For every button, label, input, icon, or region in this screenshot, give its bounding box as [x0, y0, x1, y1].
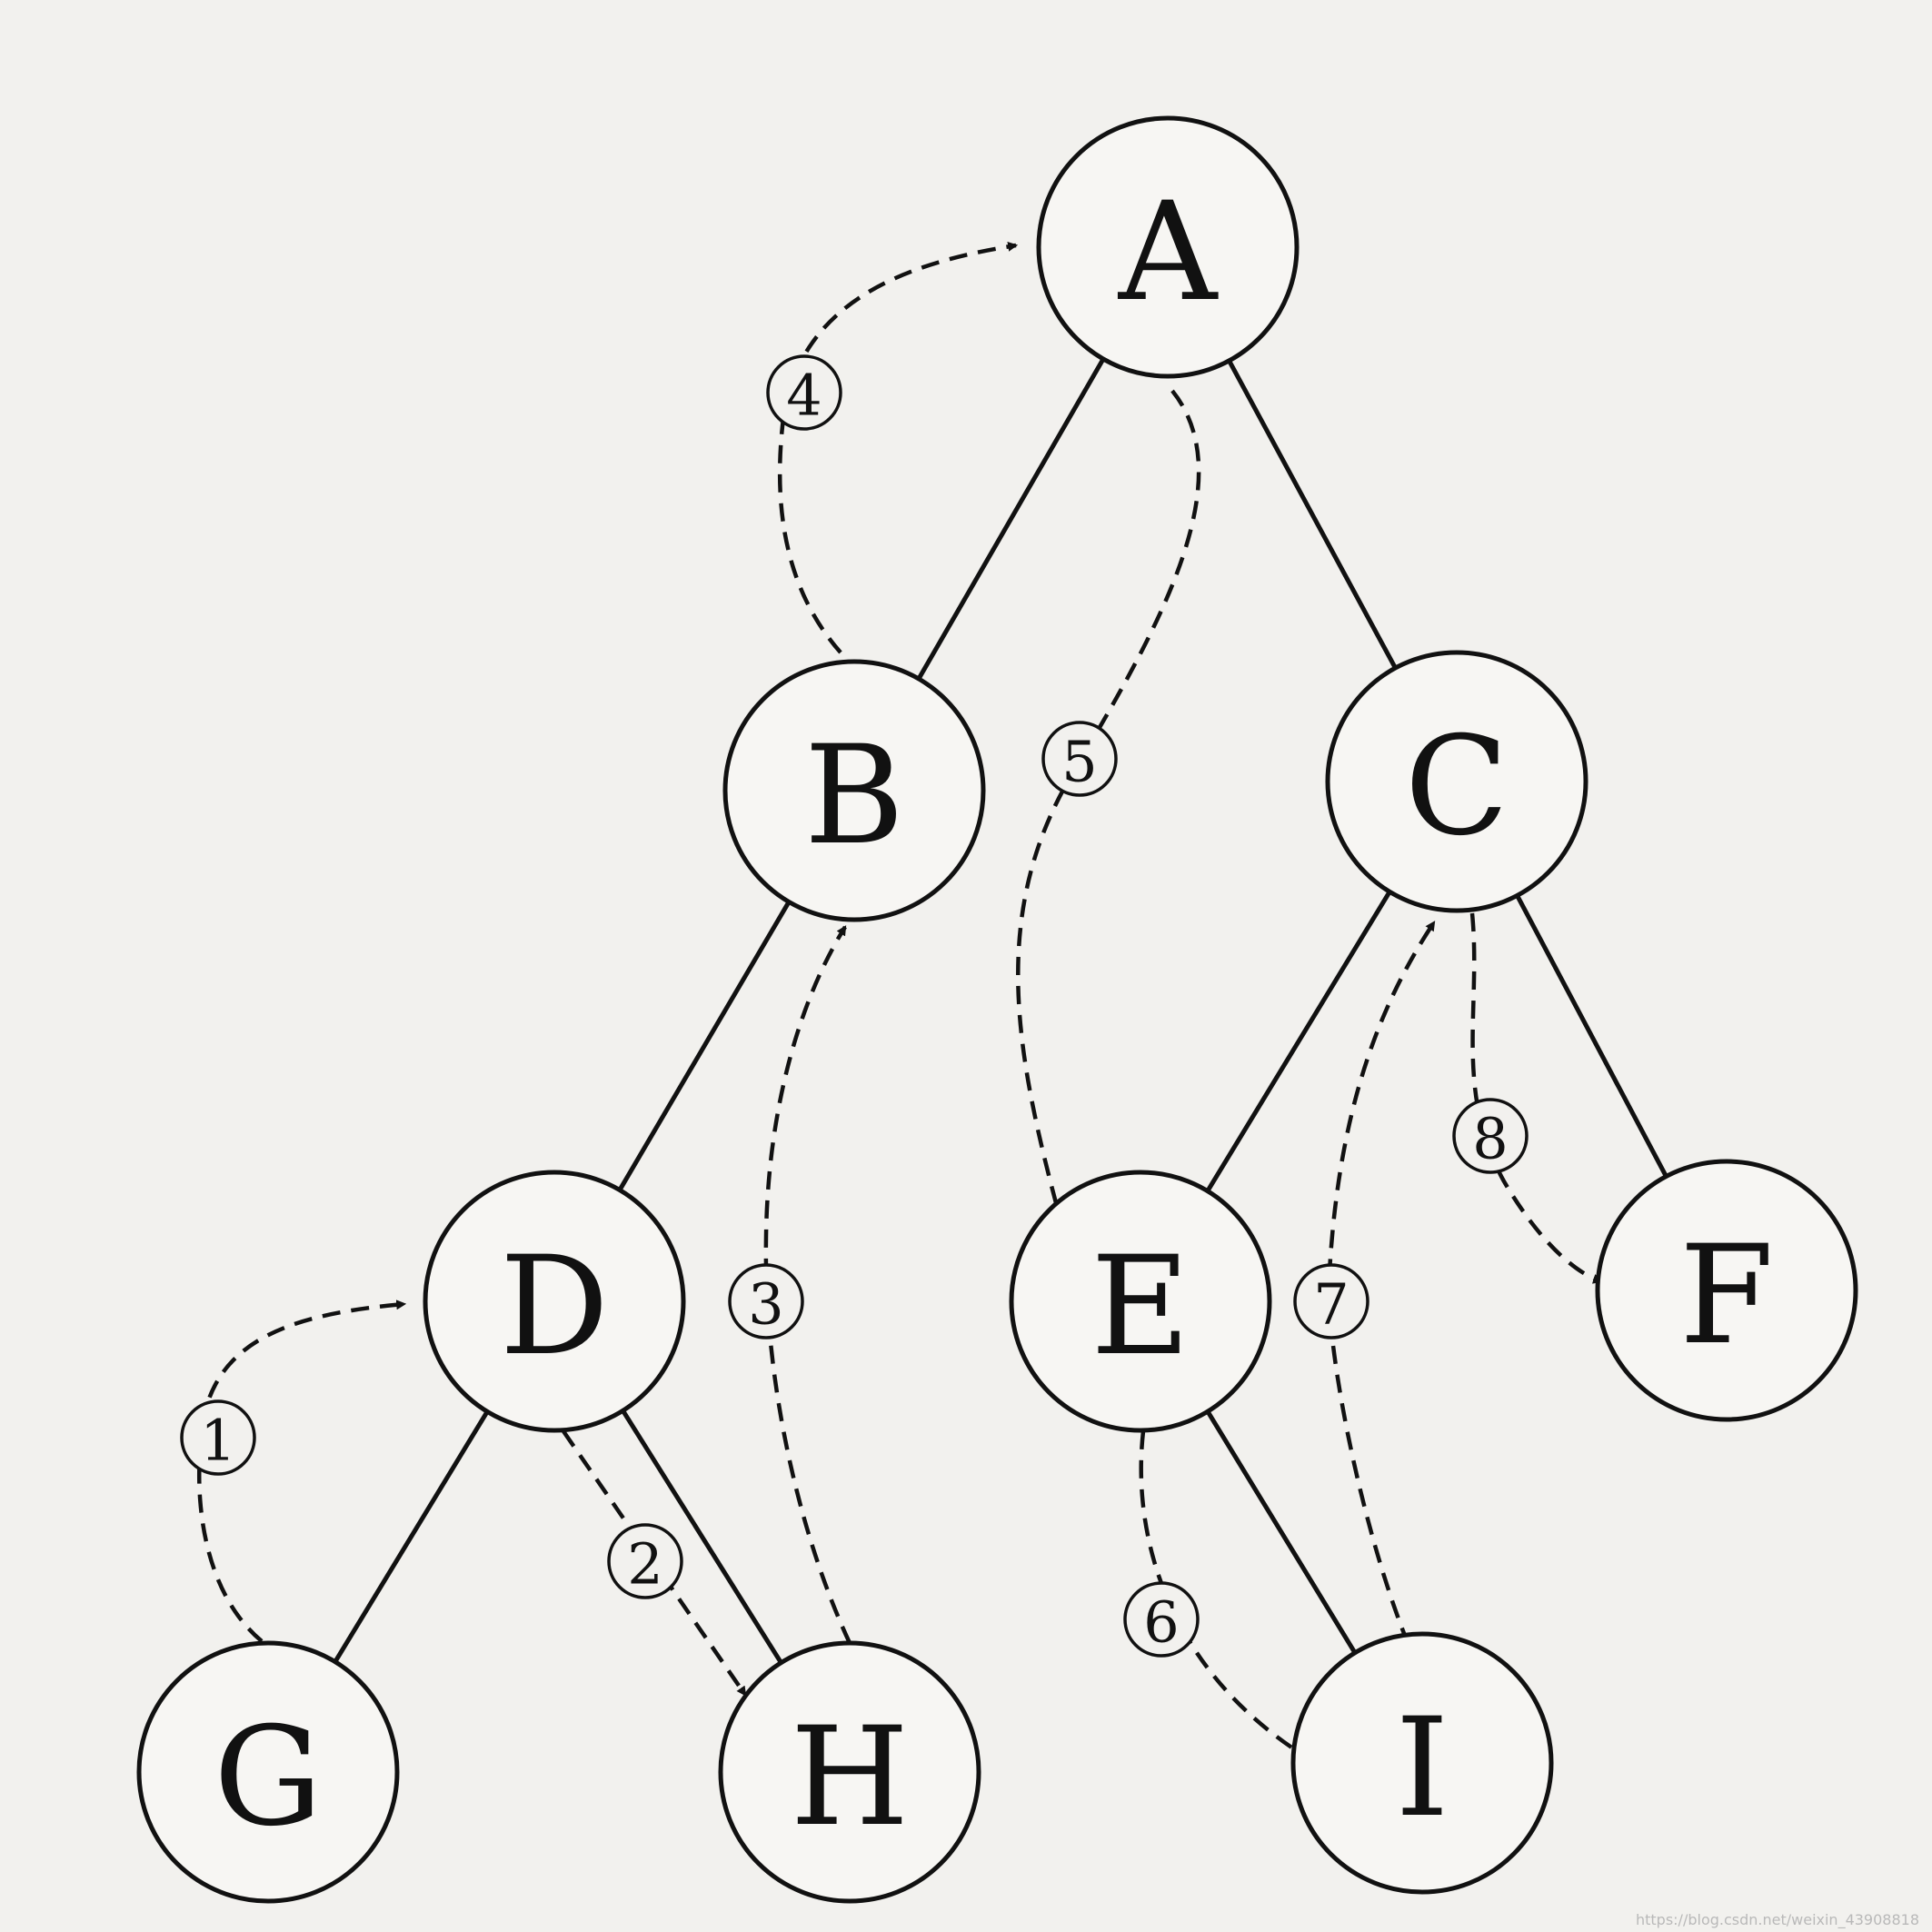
step-8-arrow — [1469, 912, 1604, 1284]
node-B-circle — [722, 659, 986, 922]
step-5-badge: 5 — [1041, 721, 1118, 797]
step-2-ring — [607, 1523, 683, 1599]
step-3-ring — [728, 1263, 804, 1339]
node-C-circle — [1325, 650, 1588, 913]
node-F: F — [1595, 1159, 1858, 1422]
node-E-label: E — [1090, 1228, 1190, 1386]
node-G-circle — [136, 1640, 400, 1904]
node-G: G — [136, 1640, 400, 1904]
step-7-badge: 7 — [1293, 1263, 1369, 1339]
edge-A-B — [916, 357, 1106, 681]
node-D-circle — [423, 1170, 686, 1433]
node-H-circle — [718, 1640, 981, 1904]
edge-A-C — [1227, 359, 1398, 670]
step-5-ring — [1041, 721, 1118, 797]
step-7-label: 7 — [1313, 1271, 1349, 1338]
node-I-label: I — [1395, 1689, 1449, 1847]
step-7-ring — [1293, 1263, 1369, 1339]
step-3-badge: 3 — [728, 1263, 804, 1339]
step-4-arrow — [777, 241, 1019, 654]
step-8-ring — [1452, 1098, 1529, 1174]
edge-B-D — [617, 901, 792, 1191]
node-G-label: G — [214, 1698, 323, 1857]
step-2-label: 2 — [627, 1531, 662, 1598]
node-C-label: C — [1405, 708, 1509, 866]
node-B-label: B — [804, 717, 904, 875]
step-8-label: 8 — [1472, 1106, 1508, 1172]
step-8-badge: 8 — [1452, 1098, 1529, 1174]
node-E: E — [1009, 1170, 1272, 1433]
node-F-label: F — [1679, 1217, 1774, 1375]
node-A-circle — [1036, 115, 1300, 379]
node-B: B — [722, 659, 986, 922]
node-F-circle — [1595, 1159, 1858, 1422]
step-1-label: 1 — [200, 1408, 235, 1474]
step-5-arrow — [1016, 389, 1201, 1216]
node-I: I — [1290, 1631, 1554, 1895]
node-E-circle — [1009, 1170, 1272, 1433]
edge-E-I — [1205, 1409, 1358, 1655]
tree-nodes: A B C D E F G H I — [136, 115, 1858, 1904]
step-6-arrow — [1139, 1430, 1303, 1756]
node-A-label: A — [1118, 174, 1219, 332]
node-H: H — [718, 1640, 981, 1904]
step-3-arrow — [763, 925, 852, 1644]
node-D-label: D — [500, 1228, 609, 1386]
node-H-label: H — [791, 1698, 910, 1857]
traversal-steps: 1 2 3 4 5 6 7 8 — [180, 241, 1604, 1756]
edge-C-F — [1515, 894, 1668, 1178]
step-4-label: 4 — [786, 363, 822, 429]
step-6-label: 6 — [1143, 1589, 1179, 1656]
step-1-ring — [180, 1399, 256, 1476]
node-A: A — [1036, 115, 1300, 379]
edge-D-G — [333, 1410, 490, 1663]
edge-D-H — [621, 1409, 783, 1665]
step-3-label: 3 — [748, 1271, 783, 1338]
watermark: https://blog.csdn.net/weixin_43908818 — [1635, 1911, 1919, 1928]
node-D: D — [423, 1170, 686, 1433]
step-2-badge: 2 — [607, 1523, 683, 1599]
step-1-badge: 1 — [180, 1399, 256, 1476]
step-4-badge: 4 — [766, 354, 842, 431]
node-C: C — [1325, 650, 1588, 913]
tree-edges — [333, 357, 1668, 1665]
step-4-ring — [766, 354, 842, 431]
step-6-badge: 6 — [1123, 1581, 1200, 1658]
node-I-circle — [1290, 1631, 1554, 1895]
edge-C-E — [1205, 891, 1392, 1192]
step-5-label: 5 — [1061, 729, 1097, 795]
step-6-ring — [1123, 1581, 1200, 1658]
